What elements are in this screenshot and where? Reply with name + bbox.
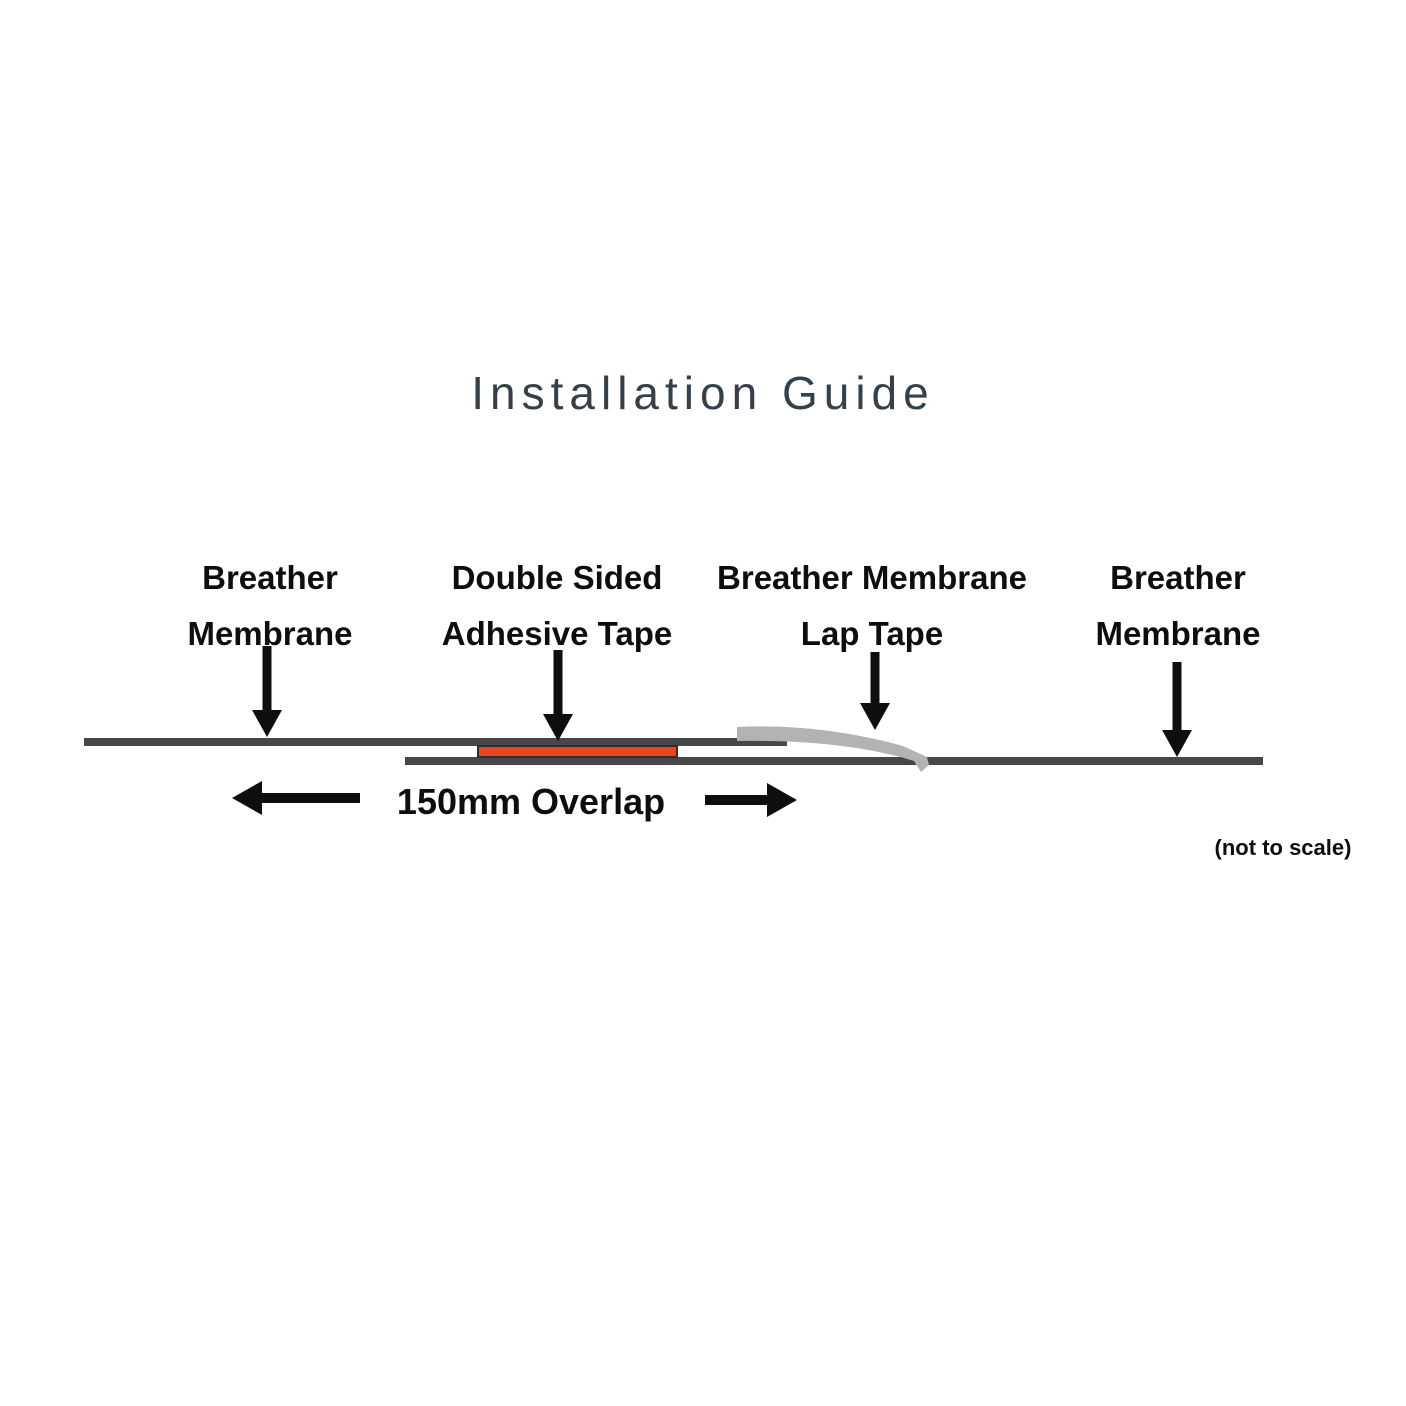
lower-membrane-sheet [405, 757, 1263, 765]
overlap-arrow-right [705, 783, 797, 817]
label-line: Double Sided [451, 559, 663, 596]
label-breather-membrane-lap-tape: Breather Membrane Lap Tape [702, 550, 1042, 662]
label-line: Breather [202, 559, 338, 596]
label-double-sided-adhesive-tape: Double Sided Adhesive Tape [387, 550, 727, 662]
label-line: Lap Tape [800, 615, 944, 652]
down-arrow-lap-tape [860, 652, 890, 730]
double-sided-adhesive-tape-strip [477, 745, 678, 758]
label-breather-membrane-left: Breather Membrane [100, 550, 440, 662]
not-to-scale-note: (not to scale) [1214, 835, 1352, 860]
label-line: Breather Membrane [717, 559, 1027, 596]
upper-membrane-sheet [84, 738, 787, 746]
down-arrow-adhesive-tape [543, 650, 573, 741]
label-line: Breather [1110, 559, 1246, 596]
label-line: Membrane [1095, 615, 1261, 652]
down-arrow-breather-membrane-left [252, 646, 282, 737]
overlap-arrow-left [232, 781, 360, 815]
label-breather-membrane-right: Breather Membrane [1008, 550, 1348, 662]
overlap-dimension-label: 150mm Overlap [396, 781, 666, 822]
down-arrow-breather-membrane-right [1162, 662, 1192, 757]
label-line: Membrane [187, 615, 353, 652]
lap-tape-curve [737, 726, 929, 772]
label-line: Adhesive Tape [441, 615, 673, 652]
page-title: Installation Guide [471, 367, 935, 419]
